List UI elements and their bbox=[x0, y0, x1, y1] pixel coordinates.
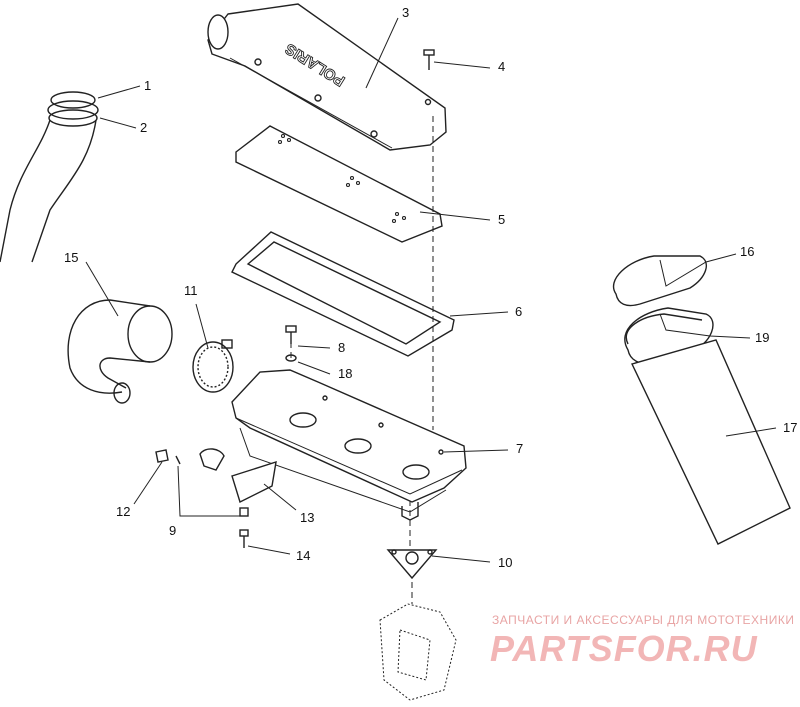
callout-14: 14 bbox=[296, 548, 311, 563]
cover-screw bbox=[285, 325, 297, 344]
airbox-cover: POLARIS bbox=[207, 3, 447, 151]
callout-11: 11 bbox=[184, 283, 198, 298]
callout-18: 18 bbox=[338, 366, 353, 381]
top-screw bbox=[423, 49, 435, 70]
watermark-logo: PARTSFOR.RU bbox=[490, 628, 758, 669]
intake-boot-with-clamp bbox=[0, 91, 99, 263]
airbox-gasket bbox=[231, 231, 455, 357]
callout-10: 10 bbox=[498, 555, 513, 570]
elbow-tube bbox=[67, 299, 173, 404]
callout-15: 15 bbox=[64, 250, 79, 265]
callout-6: 6 bbox=[515, 304, 523, 319]
flange-gasket bbox=[386, 549, 438, 580]
callout-1: 1 bbox=[144, 78, 152, 93]
callout-5: 5 bbox=[498, 212, 506, 227]
washer bbox=[285, 354, 297, 362]
callout-19: 19 bbox=[755, 330, 770, 345]
airbox-base bbox=[231, 369, 467, 521]
callout-9: 9 bbox=[169, 523, 177, 538]
callout-7: 7 bbox=[516, 441, 524, 456]
watermark-tagline: ЗАПЧАСТИ И АКСЕССУАРЫ ДЛЯ МОТОТЕХНИКИ bbox=[492, 613, 795, 627]
callout-16: 16 bbox=[740, 244, 755, 259]
hose-clamp bbox=[192, 339, 234, 393]
carburetor bbox=[379, 603, 457, 701]
intake-tube bbox=[631, 339, 791, 545]
callout-17: 17 bbox=[783, 420, 798, 435]
callout-12: 12 bbox=[116, 504, 131, 519]
callout-3: 3 bbox=[402, 5, 410, 20]
bracket-hardware bbox=[155, 448, 277, 548]
callout-13: 13 bbox=[300, 510, 315, 525]
leader-lines bbox=[85, 17, 777, 563]
callout-2: 2 bbox=[140, 120, 148, 135]
callout-8: 8 bbox=[338, 340, 346, 355]
air-filter-element bbox=[235, 125, 443, 243]
callout-4: 4 bbox=[498, 59, 506, 74]
